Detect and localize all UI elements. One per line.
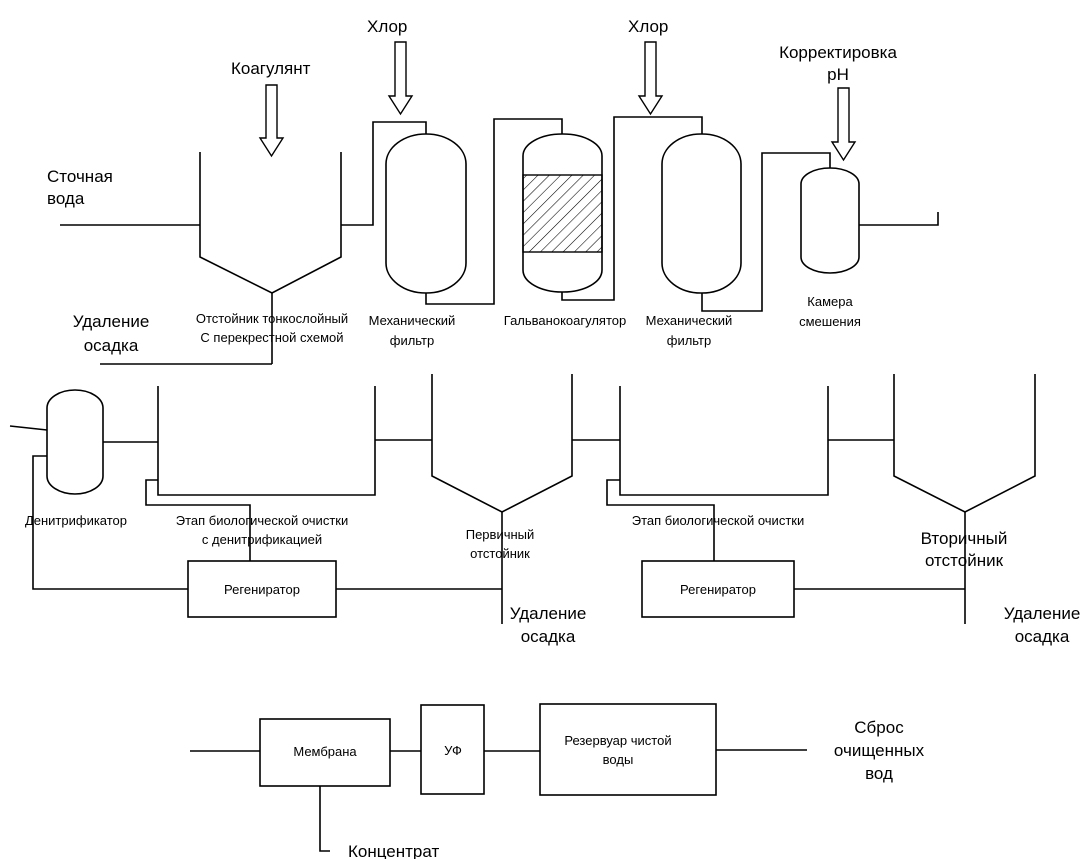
bio-stage-label: Этап биологической очистки [632,513,804,528]
membrane-label: Мембрана [293,744,357,759]
uv-label: УФ [444,743,462,758]
chlorine-2-label: Хлор [628,17,668,36]
row-2-biological-treatment [9,374,1036,624]
coagulant-arrow-icon [258,84,285,158]
regenerator-1-box [187,560,337,618]
chlorine-1-label: Хлор [367,17,407,36]
mechanical-filter-2-vessel [661,133,742,294]
membrane-box [259,718,391,787]
row-3-final-treatment [190,703,807,852]
regenerator-2-label: Регениратор [680,582,756,597]
pipe-settler-to-filter-1 [341,121,427,226]
ph-correction-arrow-icon [830,87,857,162]
bio-stage-2-internal-line [606,479,715,561]
bio-stage-1-tank [157,386,376,496]
bio-stage-2-tank [619,386,829,496]
galvanocoagulator-label: Гальванокоагулятор [504,313,626,328]
concentrate-label: Концентрат [348,842,439,859]
denitrifier-inlet-line [9,425,48,431]
bio-stage-1-internal-line [145,479,251,561]
galvanocoagulator-hatch-layer [522,174,603,253]
denitrifier-label: Денитрификатор [25,513,127,528]
uv-box [420,704,485,795]
mechanical-filter-1-vessel [385,133,467,294]
secondary-settler-vessel [893,374,1036,513]
row-1-pretreatment [60,41,939,365]
chlorine-arrow-2-icon [637,41,664,116]
chlorine-arrow-1-icon [387,41,414,116]
regenerator-2-box [641,560,795,618]
pipe-filter-2-to-mixing [701,152,831,312]
coagulant-label: Коагулянт [231,59,311,78]
primary-settler-vessel [431,374,573,513]
denitrifier-vessel [46,389,104,495]
pipe-filter-1-to-galvano [425,118,563,305]
mixing-chamber-outlet-line [859,212,939,226]
concentrate-line [319,786,330,852]
regenerator-1-return-line [32,455,188,590]
thin-layer-settler-vessel [199,152,342,294]
mixing-chamber-vessel [800,167,860,274]
pipe-galvano-to-filter-2 [561,116,703,301]
regenerator-1-label: Регениратор [224,582,300,597]
clean-water-tank-box [539,703,717,796]
